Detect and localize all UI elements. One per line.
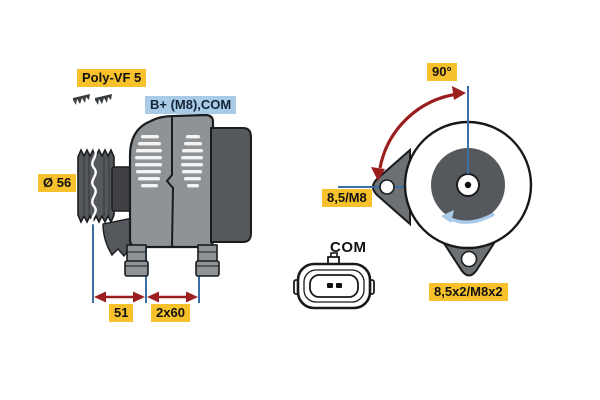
label-dim-51: 51 [109, 304, 134, 322]
connector-inner-outline [303, 269, 365, 303]
label-belt-type: Poly-VF 5 [77, 69, 147, 87]
alternator-rear-view [338, 86, 533, 277]
housing-ridge [165, 117, 175, 247]
pulley-break-line [91, 148, 97, 225]
alternator-side-view [102, 113, 252, 277]
rotation-direction-arrow-icon [441, 210, 495, 224]
label-pulley-diameter: Ø 56 [38, 174, 77, 192]
angle-arc [371, 86, 466, 181]
pulley-hub [111, 166, 131, 212]
pulley-body [77, 148, 115, 224]
com-plug-icon [293, 252, 375, 310]
left-foot-base [124, 260, 149, 277]
vent-slots-left [135, 135, 162, 188]
label-rear-mount-holes: 8,5x2/M8x2 [429, 283, 508, 301]
connector-pin-box [309, 274, 359, 298]
poly-v-belt-icon [95, 94, 112, 105]
connector-pin-1 [327, 283, 333, 288]
pulley [77, 148, 131, 225]
label-terminals: B+ (M8),COM [145, 96, 237, 114]
connector-pin-2 [336, 283, 342, 288]
rear-lug-hole [460, 250, 478, 268]
mounting-feet [124, 244, 220, 277]
label-front-mount-hole: 8,5/M8 [322, 189, 372, 207]
front-lug-hole [379, 179, 395, 195]
vent-slots-right [181, 135, 203, 188]
label-angle: 90° [427, 63, 457, 81]
shaft-center-dot [464, 181, 472, 189]
rear-cover [210, 127, 252, 243]
poly-v-belt-icon [73, 94, 90, 105]
dimension-arrows [94, 291, 198, 303]
label-dim-2x60: 2x60 [151, 304, 190, 322]
label-com-connector: COM [330, 239, 367, 256]
right-foot-base [195, 260, 220, 277]
poly-v-belt-icons [73, 94, 112, 105]
pulley-grooves [83, 156, 110, 216]
